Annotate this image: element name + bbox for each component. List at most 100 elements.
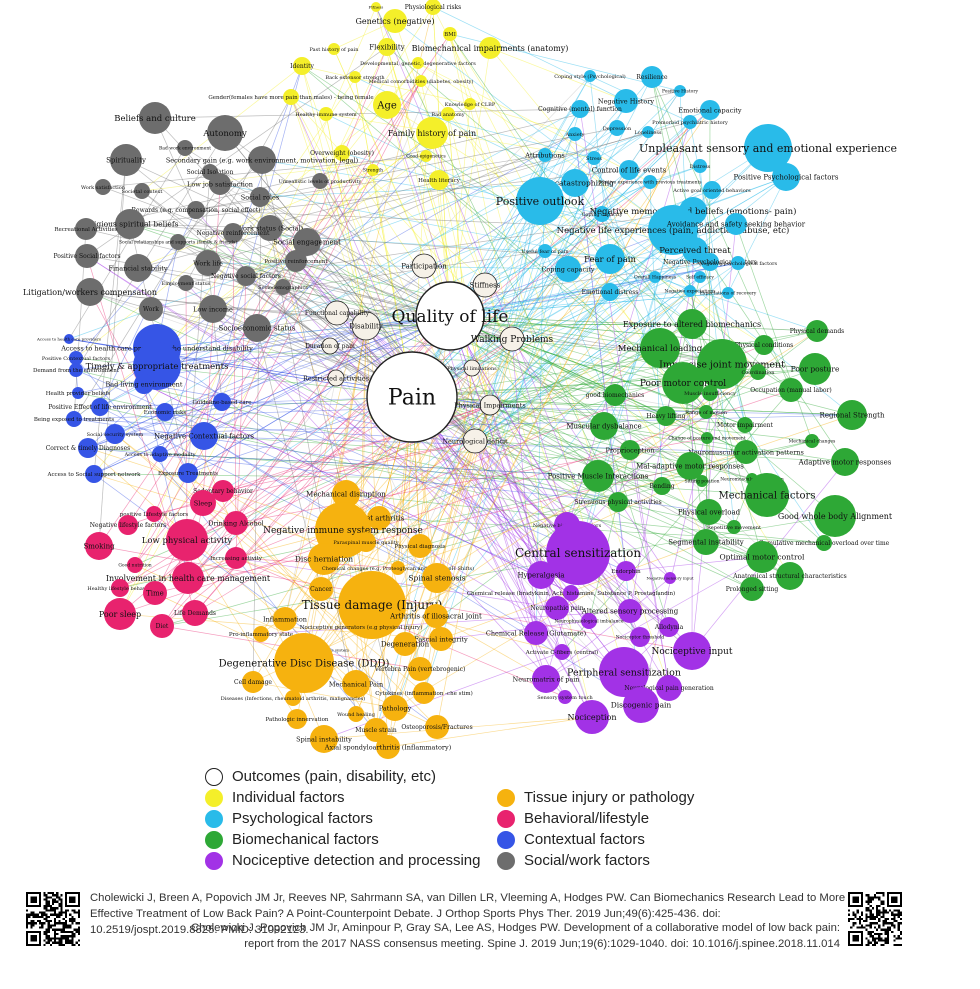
node-circle [69, 351, 83, 365]
qr-code-left[interactable] [26, 892, 80, 946]
network-node: Religious spiritual beliefs [82, 209, 179, 239]
legend-swatch [205, 830, 223, 849]
network-node: Inflammation [263, 607, 307, 631]
node-label: Sedentary behavior [193, 488, 253, 495]
network-node: Endorphin [611, 561, 641, 581]
network-edge [245, 275, 791, 577]
node-circle [366, 351, 458, 443]
node-circle [609, 120, 625, 136]
network-node: Fascial integrity [414, 627, 468, 651]
node-label: Pathologic innervation [266, 717, 329, 723]
node-circle [356, 532, 376, 552]
network-node: Negative reinforcement [197, 223, 270, 243]
node-circle [673, 632, 711, 670]
node-label: Work life [193, 259, 223, 267]
network-edge [474, 147, 769, 442]
node-circle [693, 159, 707, 173]
network-node: Pain catastrophizing [536, 169, 614, 197]
node-circle [799, 353, 831, 385]
node-circle [701, 432, 713, 444]
node-circle [563, 585, 579, 601]
node-circle [837, 400, 867, 430]
network-edge [354, 76, 413, 398]
network-node: Imprecise joint movement [659, 339, 785, 389]
network-edge [588, 449, 631, 622]
network-edge [252, 681, 396, 709]
network-node: Coping capacity [541, 256, 595, 282]
network-node: Family history of pain [388, 117, 476, 149]
network-edge [68, 338, 413, 398]
network-node: Secondary gain (e.g. work environment, m… [166, 146, 359, 174]
network-node: Positive experience with previous treatm… [598, 175, 702, 189]
node-circle [243, 314, 271, 342]
node-label: Demand from the environment [33, 368, 120, 374]
node-label: Motor impairment [717, 422, 773, 429]
network-edge [411, 396, 670, 628]
references: Cholewicki J, Breen A, Popovich JM Jr, R… [0, 890, 980, 960]
node-circle [223, 223, 243, 243]
network-edge [474, 276, 701, 442]
network-node: Sitting position [685, 475, 720, 487]
network-edge [378, 517, 825, 544]
network-node: Low income [193, 295, 233, 323]
network-edge [355, 404, 491, 715]
legend-item: Tissue injury or pathology [497, 787, 694, 808]
network-node: Mal-adaptive motor responses [636, 452, 744, 480]
network-edge [489, 404, 663, 487]
network-edge [134, 312, 338, 566]
node-label: Diseases (Infections, rheumatoid arthrit… [221, 695, 365, 702]
node-circle [134, 183, 150, 199]
network-node: Chemical release (bradykinin, Ach, hista… [467, 585, 675, 601]
node-label: Bending [649, 483, 674, 490]
network-edge [341, 152, 691, 467]
network-node: Social roles [241, 187, 279, 207]
node-circle [727, 520, 741, 534]
node-circle [554, 644, 570, 660]
network-node: Cumulative mechanical overload over time [759, 535, 890, 551]
network-edge [187, 315, 451, 474]
network-node: Poor posture [791, 353, 840, 385]
node-circle [581, 613, 597, 629]
network-edge [411, 396, 593, 718]
node-label: Good whole body Alignment [778, 512, 893, 521]
network-node: Sensory system touch [537, 690, 594, 704]
node-circle [127, 557, 143, 573]
node-label: Cell damage [234, 679, 272, 686]
node-circle [814, 495, 856, 537]
network-edge [153, 180, 321, 515]
network-edge [159, 453, 599, 477]
qr-code-right[interactable] [848, 892, 902, 946]
node-label: Spinal stenosis [408, 574, 465, 583]
network-node: Paraspinal muscle quality [333, 532, 399, 552]
network-edge [221, 401, 853, 416]
network-node: Pathologic innervation [266, 709, 329, 729]
network-node: Autonomy [202, 115, 247, 151]
node-circle [207, 115, 243, 151]
network-node: Positive Muscle Interactions [548, 460, 649, 492]
node-circle [190, 422, 218, 450]
legend-swatch [205, 851, 223, 870]
network-edge [411, 396, 753, 590]
node-label: Allodynia [654, 624, 684, 631]
node-circle [321, 337, 339, 355]
node-circle [371, 2, 381, 12]
node-circle [78, 438, 98, 458]
network-edge [411, 249, 696, 398]
node-label: Arthritis of iliosacral joint [389, 612, 482, 620]
node-label: Mechanical loading [618, 344, 703, 354]
node-label: Quality of life [392, 307, 509, 327]
network-edge [417, 62, 651, 183]
network-node: Spirituality [106, 144, 146, 176]
network-node: Good nutrition [118, 557, 152, 573]
node-label: Flexibility [369, 43, 404, 51]
node-label: Stiffness [470, 281, 501, 289]
legend-swatch [497, 830, 515, 849]
network-edge [207, 262, 223, 403]
node-label: Good epigenetics [406, 154, 446, 160]
node-circle [349, 71, 361, 83]
node-label: Cancer [310, 586, 332, 593]
network-edge [489, 404, 735, 528]
network-edge [411, 396, 703, 482]
network-edge [386, 104, 451, 317]
node-circle [608, 492, 628, 512]
